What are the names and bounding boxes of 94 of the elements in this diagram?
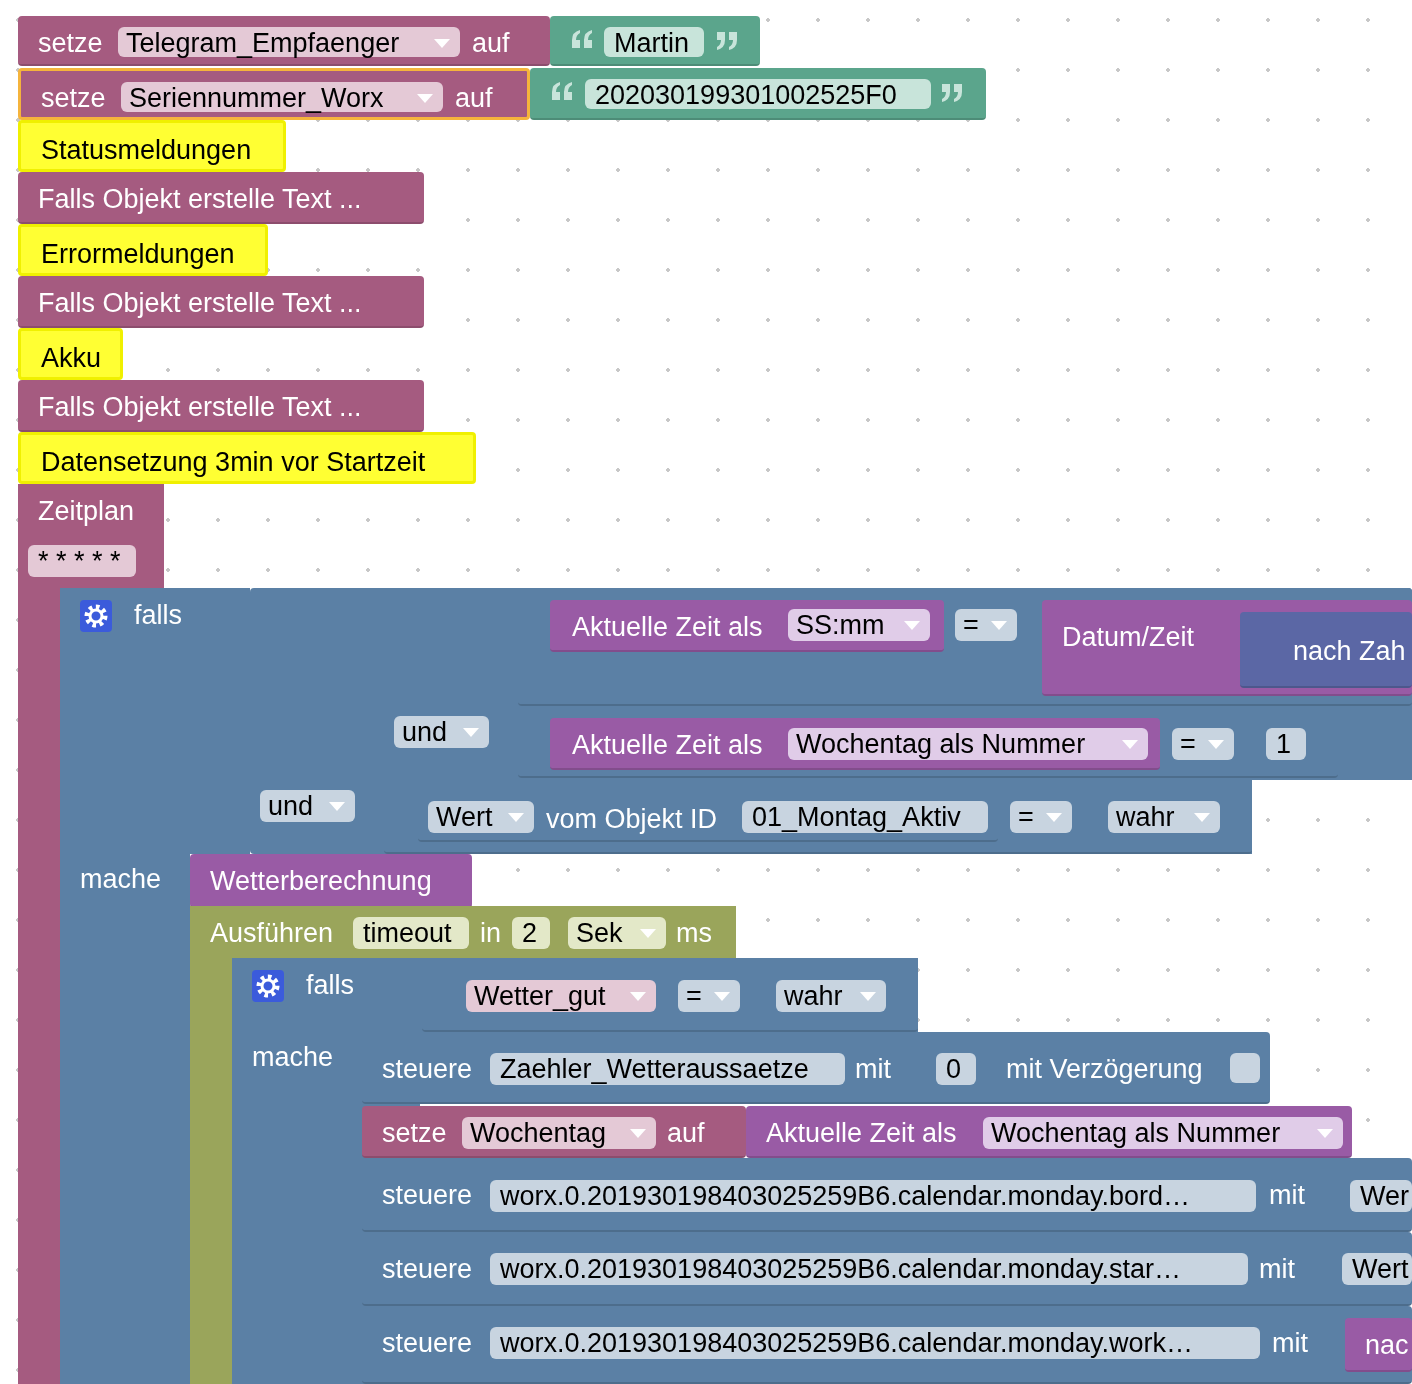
value-field: Martin: [604, 27, 704, 57]
block-label: mit: [1272, 1328, 1308, 1358]
block-label: mit Verzögerung: [1006, 1054, 1203, 1084]
dropdown-field: =: [955, 609, 1017, 641]
code-block: [18, 276, 424, 328]
block-label: steuere: [382, 1328, 473, 1358]
dropdown-field: Telegram_Empfaenger: [118, 27, 460, 57]
code-block: [1345, 1318, 1412, 1372]
code-block: [18, 16, 550, 66]
block-label: Ausführen: [210, 918, 334, 948]
value-field: worx.0.201930198403025259B6.calendar.monday.bord…: [490, 1180, 1256, 1212]
value-field: worx.0.201930198403025259B6.calendar.monday.star…: [490, 1253, 1248, 1285]
code-block: [1240, 612, 1412, 688]
block-label: auf: [455, 83, 493, 113]
dropdown-field: wahr: [1108, 801, 1220, 833]
block-label: Aktuelle Zeit als: [572, 730, 763, 760]
block-label: in: [480, 918, 501, 948]
dropdown-field: Wochentag: [462, 1117, 656, 1149]
block-label: Datum/Zeit: [1062, 622, 1195, 652]
comment-block: [18, 224, 268, 276]
value-field: 202030199301002525F0: [585, 79, 931, 109]
dropdown-field: =: [1172, 728, 1234, 760]
block-label: Wetterberechnung: [210, 866, 432, 896]
code-block: [362, 1306, 1412, 1384]
value-field: timeout: [353, 917, 469, 949]
block-label: mit: [1269, 1180, 1305, 1210]
value-field: 2: [512, 917, 550, 949]
block-label: Akku: [41, 343, 102, 373]
block-label: Aktuelle Zeit als: [766, 1118, 957, 1148]
code-block: [746, 1106, 1352, 1158]
dropdown-field: und: [394, 716, 489, 748]
code-block: [362, 1158, 1412, 1232]
block-label: Datensetzung 3min vor Startzeit: [41, 447, 426, 477]
block-label: Falls Objekt erstelle Text ...: [38, 184, 362, 214]
dropdown-field: und: [260, 790, 355, 822]
block-label: Statusmeldungen: [41, 135, 252, 165]
dropdown-field: Seriennummer_Worx: [121, 82, 443, 112]
value-field: 01_Montag_Aktiv: [742, 801, 988, 833]
value-field: Wer: [1350, 1180, 1412, 1212]
block-label: Falls Objekt erstelle Text ...: [38, 392, 362, 422]
code-block: [18, 68, 530, 120]
dropdown-field: wahr: [776, 980, 886, 1012]
dropdown-field: SS:mm: [788, 609, 930, 641]
block-label: auf: [667, 1118, 705, 1148]
code-block: [550, 600, 944, 652]
block-label: falls: [306, 970, 354, 1000]
dropdown-field: Wochentag als Nummer: [983, 1117, 1343, 1149]
code-block: [18, 380, 424, 432]
dropdown-field: Wochentag als Nummer: [788, 728, 1148, 760]
code-block: [250, 588, 1412, 854]
code-block: [550, 718, 1160, 770]
code-block: [362, 1032, 1270, 1104]
code-block: [190, 854, 472, 908]
block-label: auf: [472, 28, 510, 58]
block-label: setze: [38, 28, 103, 58]
value-field: worx.0.201930198403025259B6.calendar.monday.work…: [490, 1327, 1260, 1359]
block-label: setze: [41, 83, 106, 113]
comment-block: [18, 328, 123, 380]
code-block: [550, 16, 760, 66]
code-block: [362, 1106, 746, 1158]
block-label: Aktuelle Zeit als: [572, 612, 763, 642]
value-field: 1: [1266, 728, 1306, 760]
block-label: mache: [252, 1042, 334, 1072]
dropdown-field: Sek: [568, 917, 666, 949]
value-field: Wert: [1342, 1253, 1412, 1285]
block-label: steuere: [382, 1180, 473, 1210]
block-label: Zeitplan: [38, 496, 135, 526]
comment-block: [18, 120, 286, 172]
comment-block: [18, 432, 476, 484]
block-label: nac: [1365, 1330, 1409, 1360]
block-label: ms: [676, 918, 712, 948]
dropdown-field: Wetter_gut: [466, 980, 656, 1012]
dropdown-field: =: [1010, 801, 1072, 833]
block-label: mit: [855, 1054, 891, 1084]
block-label: Falls Objekt erstelle Text ...: [38, 288, 362, 318]
code-block: [1042, 600, 1412, 696]
block-label: nach Zah: [1293, 636, 1406, 666]
code-block: [362, 1232, 1412, 1306]
block-label: steuere: [382, 1254, 473, 1284]
block-label: mit: [1259, 1254, 1295, 1284]
block-label: vom Objekt ID: [546, 804, 718, 834]
value-field: 0: [936, 1053, 976, 1085]
block-label: setze: [382, 1118, 447, 1148]
code-block: [518, 588, 1412, 706]
block-label: Errormeldungen: [41, 239, 235, 269]
dropdown-field: =: [678, 980, 740, 1012]
dropdown-field: Wert: [428, 801, 534, 833]
code-block: [18, 172, 424, 224]
block-label: steuere: [382, 1054, 473, 1084]
value-field: * * * * *: [28, 545, 136, 577]
code-block: [530, 68, 986, 120]
block-label: falls: [134, 600, 182, 630]
block-label: mache: [80, 864, 162, 894]
value-field: Zaehler_Wetteraussaetze: [490, 1053, 845, 1085]
